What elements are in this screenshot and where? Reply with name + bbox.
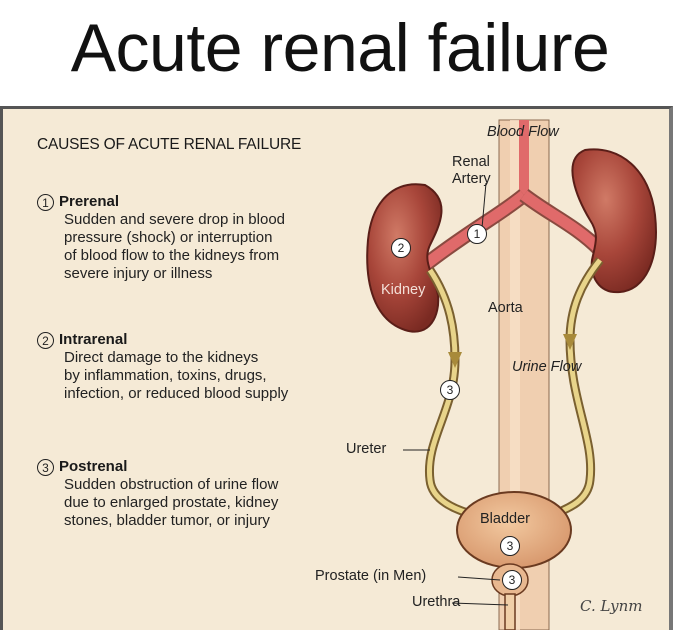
cause-desc-line: Direct damage to the kidneys bbox=[64, 349, 259, 366]
kidney-label: Kidney bbox=[381, 282, 426, 298]
renal-artery-label-line2: Artery bbox=[452, 171, 491, 187]
marker-renal-artery: 1 bbox=[467, 224, 487, 244]
marker-ureter: 3 bbox=[440, 380, 460, 400]
cause-postrenal: 3 Postrenal Sudden obstruction of urine f… bbox=[37, 458, 278, 530]
marker-prostate: 3 bbox=[502, 570, 522, 590]
cause-prerenal: 1 Prerenal Sudden and severe drop in bloo… bbox=[37, 193, 285, 283]
blood-flow-label: Blood Flow bbox=[487, 124, 559, 140]
bladder-shape bbox=[456, 491, 572, 569]
urethra-shape bbox=[504, 593, 516, 630]
number-badge: 2 bbox=[37, 331, 54, 349]
page-title: Acute renal failure bbox=[70, 10, 610, 86]
urethra-label: Urethra bbox=[412, 594, 461, 610]
artist-signature: C. Lynm bbox=[580, 597, 643, 615]
cause-desc-line: due to enlarged prostate, kidney bbox=[64, 494, 279, 511]
cause-desc-line: of blood flow to the kidneys from bbox=[64, 247, 280, 264]
number-badge: 3 bbox=[37, 458, 54, 476]
cause-name: Postrenal bbox=[59, 458, 128, 475]
cause-desc-line: by inflammation, toxins, drugs, bbox=[64, 367, 267, 384]
prostate-label: Prostate (in Men) bbox=[315, 568, 427, 584]
marker-bladder: 3 bbox=[500, 536, 520, 556]
cause-intrarenal: 2 Intrarenal Direct damage to the kidneys… bbox=[37, 331, 288, 403]
cause-desc-line: Sudden obstruction of urine flow bbox=[64, 476, 279, 493]
marker-kidney: 2 bbox=[391, 238, 411, 258]
urine-flow-label: Urine Flow bbox=[512, 359, 582, 375]
bladder-label: Bladder bbox=[480, 511, 530, 527]
ureters bbox=[424, 257, 604, 520]
ureter-label: Ureter bbox=[346, 441, 387, 457]
cause-name: Intrarenal bbox=[59, 331, 128, 348]
number-badge: 1 bbox=[37, 193, 54, 211]
cause-desc-line: severe injury or illness bbox=[64, 265, 213, 282]
cause-desc-line: infection, or reduced blood supply bbox=[64, 385, 289, 402]
aorta-label: Aorta bbox=[488, 300, 523, 316]
renal-artery-label-line1: Renal bbox=[452, 154, 490, 170]
causes-heading: CAUSES OF ACUTE RENAL FAILURE bbox=[37, 136, 302, 153]
urine-flow-arrow-left bbox=[448, 352, 462, 368]
cause-desc-line: Sudden and severe drop in blood bbox=[64, 211, 286, 228]
urine-flow-arrow-right bbox=[563, 334, 577, 350]
right-kidney bbox=[571, 148, 657, 294]
left-kidney bbox=[366, 183, 443, 333]
cause-desc-line: stones, bladder tumor, or injury bbox=[64, 512, 270, 529]
cause-name: Prerenal bbox=[59, 193, 120, 210]
cause-desc-line: pressure (shock) or interruption bbox=[64, 229, 273, 246]
